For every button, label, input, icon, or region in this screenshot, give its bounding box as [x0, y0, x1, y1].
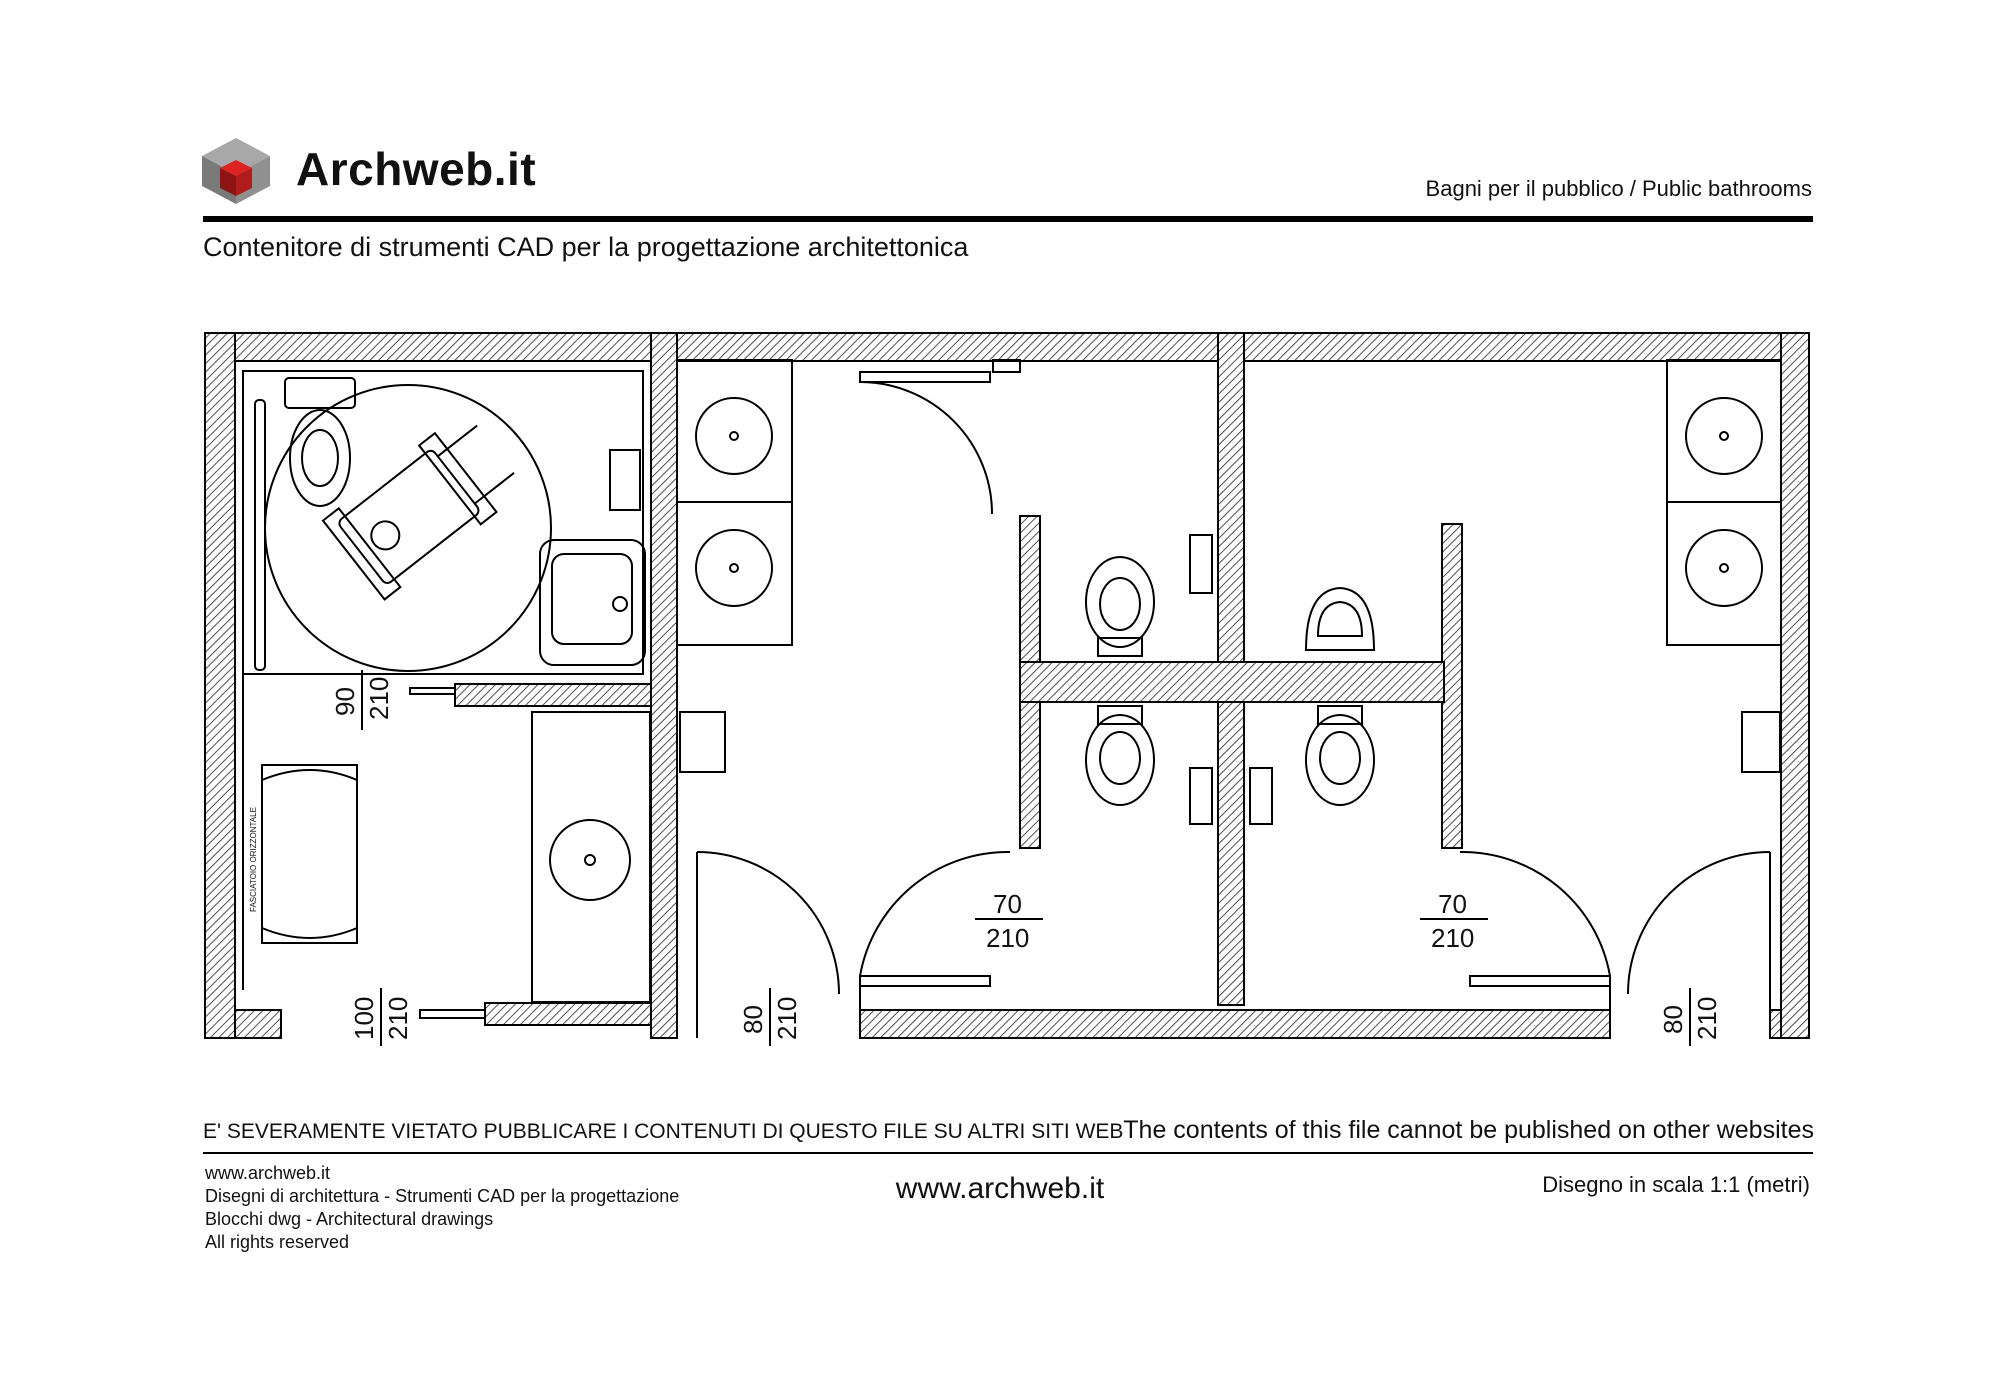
walls — [204, 332, 1810, 1039]
dim-door-accessible-height: 210 — [364, 677, 394, 720]
credits-line: Blocchi dwg - Architectural drawings — [205, 1209, 494, 1229]
dim-stall-right-height: 210 — [1431, 923, 1474, 953]
dim-door-entry-height: 210 — [383, 997, 413, 1040]
warning-italian: E' SEVERAMENTE VIETATO PUBBLICARE I CONT… — [203, 1120, 1124, 1143]
footer-rule — [203, 1152, 1813, 1154]
drawing-title: Bagni per il pubblico / Public bathrooms — [1425, 176, 1812, 201]
dim-door-entry-width: 100 — [349, 997, 379, 1040]
dimension-labels: 90 210 100 210 80 210 70 210 70 210 80 2… — [330, 670, 1722, 1046]
inner-lines — [242, 359, 1782, 1019]
archweb-logo-icon[interactable] — [200, 136, 272, 206]
dim-stall-left-height: 210 — [986, 923, 1029, 953]
dim-door-right-height: 210 — [1692, 997, 1722, 1040]
dim-door-accessible-width: 90 — [330, 687, 360, 716]
accessible-fixtures — [254, 377, 646, 944]
dim-door-left-height: 210 — [772, 997, 802, 1040]
door-arcs — [696, 381, 1771, 1038]
sinks — [695, 397, 1763, 607]
header-rule — [203, 216, 1813, 222]
warning-english: The contents of this file cannot be publ… — [1123, 1116, 1814, 1144]
dim-door-left-width: 80 — [738, 1005, 768, 1034]
credits-block: www.archweb.it Disegni di architettura -… — [205, 1162, 679, 1254]
dim-door-right-width: 80 — [1658, 1005, 1688, 1034]
scale-note: Disegno in scala 1:1 (metri) — [1542, 1172, 1810, 1197]
site-link[interactable]: www.archweb.it — [895, 1172, 1105, 1205]
subtitle: Contenitore di strumenti CAD per la prog… — [203, 232, 969, 262]
credits-line: All rights reserved — [205, 1232, 350, 1252]
dim-stall-left-width: 70 — [993, 889, 1022, 919]
credits-line: Disegni di architettura - Strumenti CAD … — [205, 1186, 680, 1206]
fasciatoio-label: FASCIATOIO ORIZZONTALE — [249, 807, 258, 912]
credits-line[interactable]: www.archweb.it — [205, 1163, 331, 1183]
stall-fixtures — [679, 534, 1781, 825]
wheelchair-circle — [264, 384, 552, 672]
dim-stall-right-width: 70 — [1438, 889, 1467, 919]
brand-name[interactable]: Archweb.it — [296, 143, 537, 195]
